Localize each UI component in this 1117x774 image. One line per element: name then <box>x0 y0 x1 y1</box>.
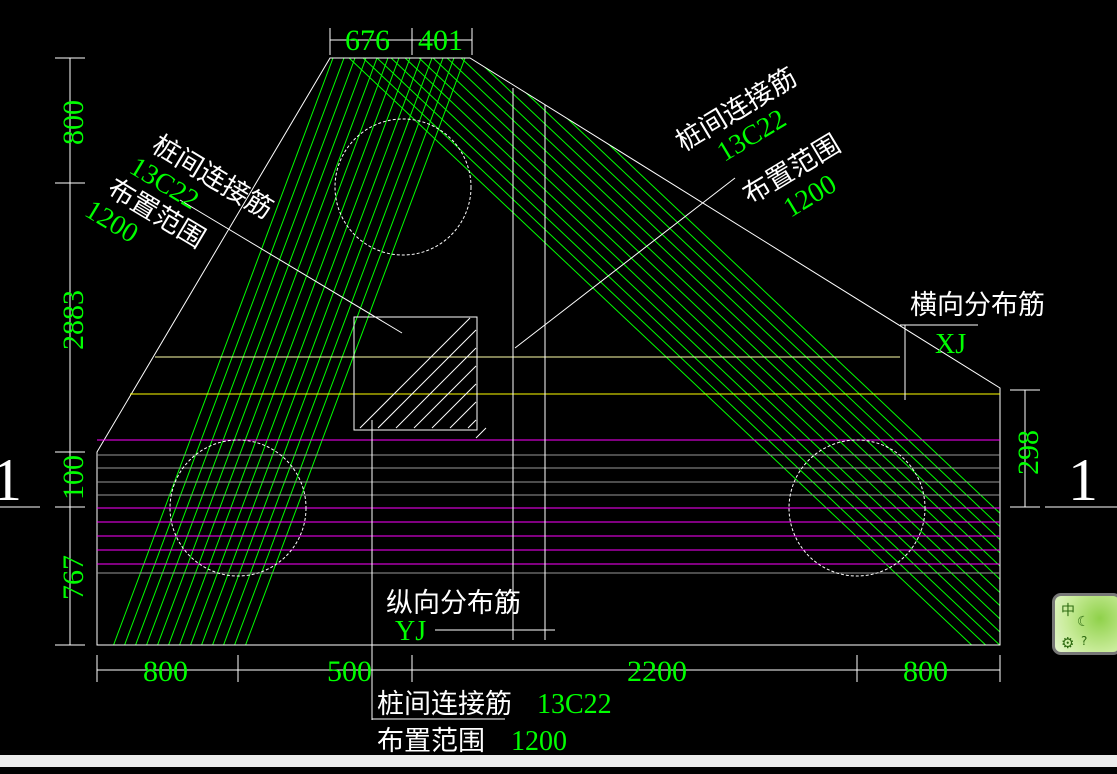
label-vert-code: YJ <box>395 616 426 647</box>
column-rect <box>353 316 478 431</box>
dim-text: 298 <box>1012 430 1045 475</box>
dim-text: 800 <box>143 655 188 688</box>
help-icon[interactable]: ? <box>1081 634 1088 648</box>
section-mark-left: 1 <box>0 447 22 513</box>
status-bar <box>0 755 1117 767</box>
leader-line <box>179 199 403 334</box>
label-horiz-code: XJ <box>935 329 966 360</box>
rebar-line <box>114 58 356 645</box>
rebar-line <box>441 58 1000 645</box>
column-hatch <box>359 317 487 439</box>
rebar-line <box>180 58 422 645</box>
leader-line <box>514 177 736 349</box>
rebar-line <box>385 58 1000 645</box>
rebar-line <box>103 58 345 645</box>
rebar-line <box>169 58 411 645</box>
rebar-line <box>497 58 1000 645</box>
hatch-line <box>475 427 487 439</box>
dim-text: 800 <box>903 655 948 688</box>
rebar-bands <box>97 58 1000 645</box>
rebar-line <box>343 58 1000 645</box>
hatch-line <box>359 317 471 429</box>
label-bot-conn-val: 13C22 <box>537 689 612 720</box>
rebar-line <box>202 58 444 645</box>
rebar-line <box>125 58 367 645</box>
dim-text: 500 <box>327 655 372 688</box>
label-horiz-dist: 横向分布筋 <box>910 290 1045 321</box>
dim-text: 2200 <box>627 655 687 688</box>
dim-text: 800 <box>57 100 90 145</box>
dim-text: 767 <box>57 555 90 600</box>
pile-cap-outline <box>96 57 1001 646</box>
dim-text: 401 <box>418 24 463 57</box>
gear-icon[interactable]: ⚙ <box>1061 634 1075 652</box>
rebar-line <box>469 58 1000 645</box>
dim-text: 2883 <box>57 290 90 350</box>
rebar-line <box>413 58 1000 645</box>
hatch-line <box>413 365 477 429</box>
moon-icon[interactable]: ☾ <box>1077 614 1090 630</box>
dim-text: 676 <box>345 24 390 57</box>
hatch-line <box>377 329 477 429</box>
section-mark-right: 1 <box>1068 447 1098 513</box>
rebar-line <box>158 58 400 645</box>
rebar-line <box>147 58 389 645</box>
rebar-line <box>136 58 378 645</box>
dim-text: 100 <box>57 455 90 500</box>
hatch-line <box>431 383 477 429</box>
rebar-line <box>371 58 1000 645</box>
label-bot-range-val: 1200 <box>511 726 567 757</box>
hatch-line <box>395 347 477 429</box>
rebar-line <box>97 58 334 645</box>
rebar-line <box>224 58 466 645</box>
pile-circle <box>169 439 307 577</box>
label-bot-conn: 桩间连接筋 <box>377 689 512 720</box>
ime-lang-toggle[interactable]: 中 <box>1061 603 1075 619</box>
horizontal-rebars <box>97 439 1000 574</box>
hatch-line <box>449 401 477 429</box>
rebar-line <box>399 58 1000 645</box>
command-bar[interactable] <box>0 767 1117 774</box>
ime-toolbar[interactable]: 中 ☾ ⚙ ? <box>1052 593 1117 655</box>
rebar-line <box>213 58 455 645</box>
pile-circle <box>788 439 926 577</box>
label-vert-dist: 纵向分布筋 <box>386 588 521 619</box>
rebar-line <box>455 58 1000 645</box>
rebar-line <box>329 58 1000 645</box>
rebar-line <box>483 58 1000 645</box>
hatch-line <box>467 419 477 429</box>
label-bot-range: 布置范围 <box>377 726 485 757</box>
rebar-line <box>191 58 433 645</box>
rebar-line <box>357 58 1000 645</box>
pile-circle <box>334 118 472 256</box>
